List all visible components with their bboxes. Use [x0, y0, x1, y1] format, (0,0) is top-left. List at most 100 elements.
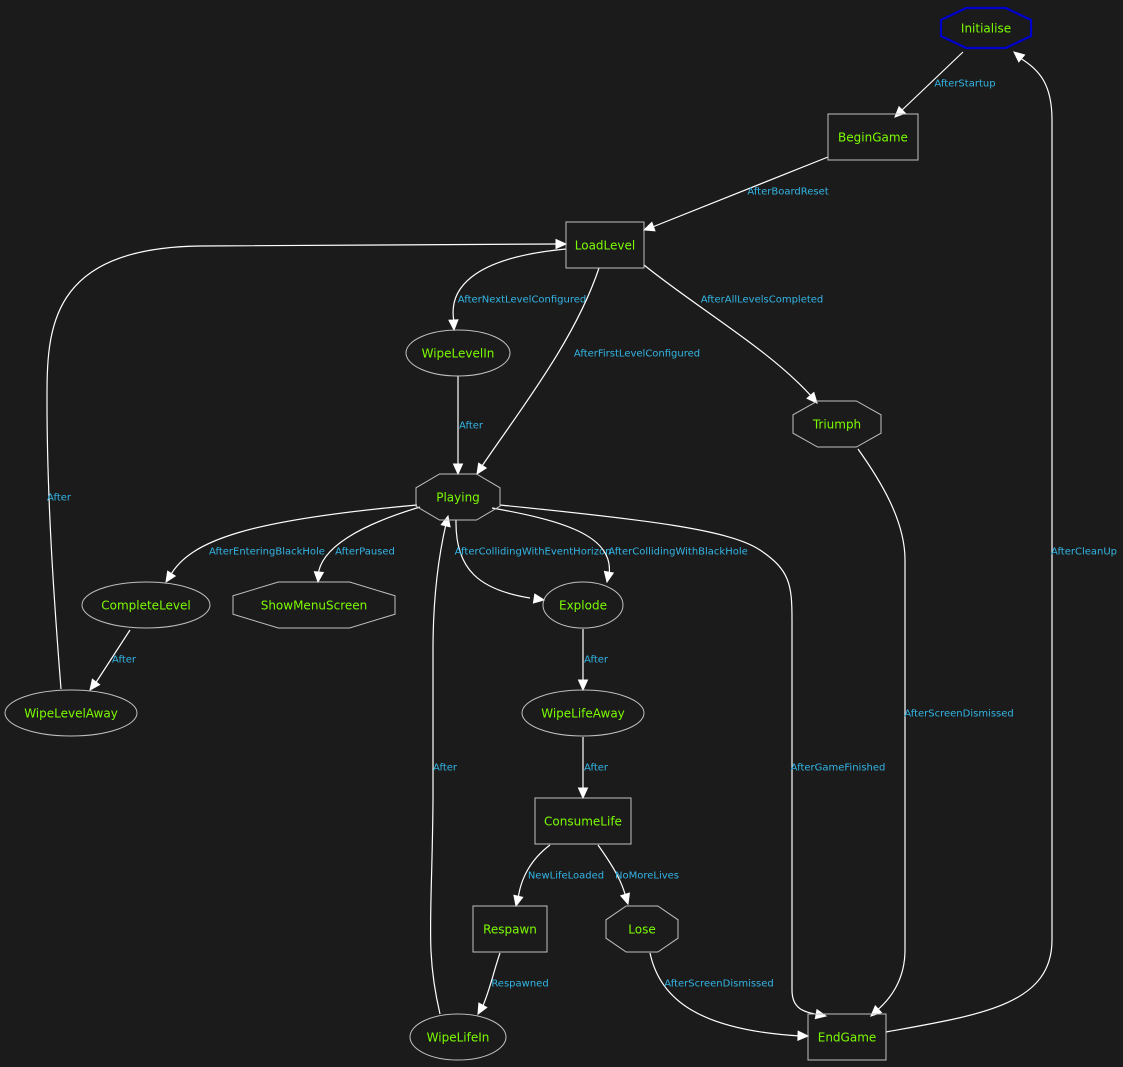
edge-line [317, 506, 421, 577]
state-triumph[interactable]: Triumph [792, 400, 882, 448]
state-shape-box [807, 1013, 887, 1061]
edge-line [857, 448, 906, 1013]
edge-consume-life-to-respawn: NewLifeLoaded [513, 844, 604, 908]
edge-label: AfterCollidingWithEventHorizon [455, 547, 612, 558]
edge-label: AfterBoardReset [747, 187, 828, 198]
state-load-level[interactable]: LoadLevel [565, 221, 645, 269]
state-respawn[interactable]: Respawn [472, 905, 548, 953]
edge-playing-to-complete-level: AfterEnteringBlackHole [165, 504, 418, 584]
arrowhead [797, 1030, 810, 1041]
state-shape-octagon [939, 6, 1033, 50]
edge-explode-to-wipe-life-away: After [577, 629, 609, 692]
state-begin-game[interactable]: BeginGame [827, 113, 919, 161]
state-shape-ellipse [405, 329, 511, 377]
state-lose[interactable]: Lose [605, 905, 679, 953]
state-wipe-level-in[interactable]: WipeLevelIn [405, 329, 511, 377]
state-shape-ellipse [81, 581, 211, 629]
state-shape-box [565, 221, 645, 269]
arrowhead [452, 463, 464, 476]
arrowhead [806, 391, 818, 404]
state-shape-octagon [232, 581, 396, 629]
state-shape-box [472, 905, 548, 953]
state-shape-ellipse [542, 581, 624, 629]
edge-load-level-to-triumph: AfterAllLevelsCompleted [643, 264, 824, 404]
state-consume-life[interactable]: ConsumeLife [534, 797, 632, 845]
state-complete-level[interactable]: CompleteLevel [81, 581, 211, 629]
state-wipe-life-in[interactable]: WipeLifeIn [409, 1013, 507, 1061]
edge-label: AfterPaused [335, 547, 395, 558]
state-label: Initialise [961, 22, 1011, 36]
state-wipe-level-away[interactable]: WipeLevelAway [4, 689, 138, 737]
arrowhead [619, 892, 631, 906]
edge-begin-game-to-load-level: AfterBoardReset [642, 156, 829, 232]
edge-line [46, 243, 557, 690]
edge-line [169, 504, 418, 577]
edge-line [452, 248, 567, 323]
edge-label: After [459, 421, 484, 432]
nodes-layer: InitialiseBeginGameLoadLevelWipeLevelInT… [4, 6, 1033, 1061]
state-shape-box [534, 797, 632, 845]
arrowhead [477, 1002, 488, 1016]
edge-label: AfterEnteringBlackHole [209, 547, 325, 558]
state-label: ConsumeLife [544, 815, 622, 829]
edge-label: After [47, 493, 72, 504]
edge-line [899, 51, 964, 113]
arrowhead [476, 462, 488, 476]
arrowhead [532, 593, 546, 604]
state-shape-ellipse [4, 689, 138, 737]
state-label: Explode [559, 599, 607, 613]
state-shape-box [827, 113, 919, 161]
edge-line [94, 629, 131, 685]
arrowhead [448, 319, 459, 332]
arrowhead [577, 679, 589, 692]
edge-line [481, 952, 501, 1009]
state-label: Playing [436, 491, 480, 505]
edge-label: AfterGameFinished [791, 763, 886, 774]
edge-label: Respawned [491, 979, 548, 990]
state-shape-ellipse [521, 689, 645, 737]
edge-line [455, 519, 531, 599]
edge-load-level-to-wipe-level-in: AfterNextLevelConfigured [448, 248, 586, 332]
edge-wipe-life-away-to-consume-life: After [577, 737, 609, 800]
edge-lose-to-end-game: AfterScreenDismissed [649, 952, 810, 1041]
state-label: Lose [628, 923, 655, 937]
state-show-menu-screen[interactable]: ShowMenuScreen [232, 581, 396, 629]
edge-end-game-to-initialise: AfterCleanUp [885, 51, 1117, 1033]
edge-line [499, 504, 821, 1016]
edge-label: After [584, 655, 609, 666]
edge-label: NoMoreLives [615, 871, 679, 882]
state-playing[interactable]: Playing [415, 473, 501, 521]
edges-layer: AfterStartupAfterBoardResetAfterNextLeve… [46, 51, 1117, 1041]
state-label: BeginGame [838, 131, 908, 145]
edge-label: AfterCollidingWithBlackHole [608, 547, 748, 558]
arrowhead [313, 571, 325, 584]
state-explode[interactable]: Explode [542, 581, 624, 629]
state-shape-octagon [415, 473, 501, 521]
arrowhead [603, 570, 615, 584]
edge-label: AfterScreenDismissed [664, 979, 774, 990]
edge-label: AfterAllLevelsCompleted [701, 295, 824, 306]
state-label: WipeLifeIn [427, 1031, 490, 1045]
state-wipe-life-away[interactable]: WipeLifeAway [521, 689, 645, 737]
edge-line [429, 523, 447, 1015]
edge-line [491, 507, 610, 576]
arrowhead [1013, 51, 1026, 63]
edge-label: After [112, 655, 137, 666]
state-label: Triumph [812, 418, 861, 432]
state-label: EndGame [818, 1031, 877, 1045]
edge-complete-level-to-wipe-level-away: After [89, 629, 137, 691]
arrowhead [89, 678, 101, 691]
edge-line [649, 952, 801, 1037]
state-label: LoadLevel [575, 239, 635, 253]
state-initialise[interactable]: Initialise [939, 6, 1033, 50]
edge-playing-to-explode: AfterCollidingWithEventHorizon [455, 519, 612, 604]
edge-label: AfterScreenDismissed [904, 709, 1014, 720]
edge-label: NewLifeLoaded [528, 871, 604, 882]
edge-line [649, 156, 829, 229]
edge-line [517, 844, 551, 901]
arrowhead [555, 238, 568, 250]
arrowhead [577, 787, 589, 800]
state-end-game[interactable]: EndGame [807, 1013, 887, 1061]
